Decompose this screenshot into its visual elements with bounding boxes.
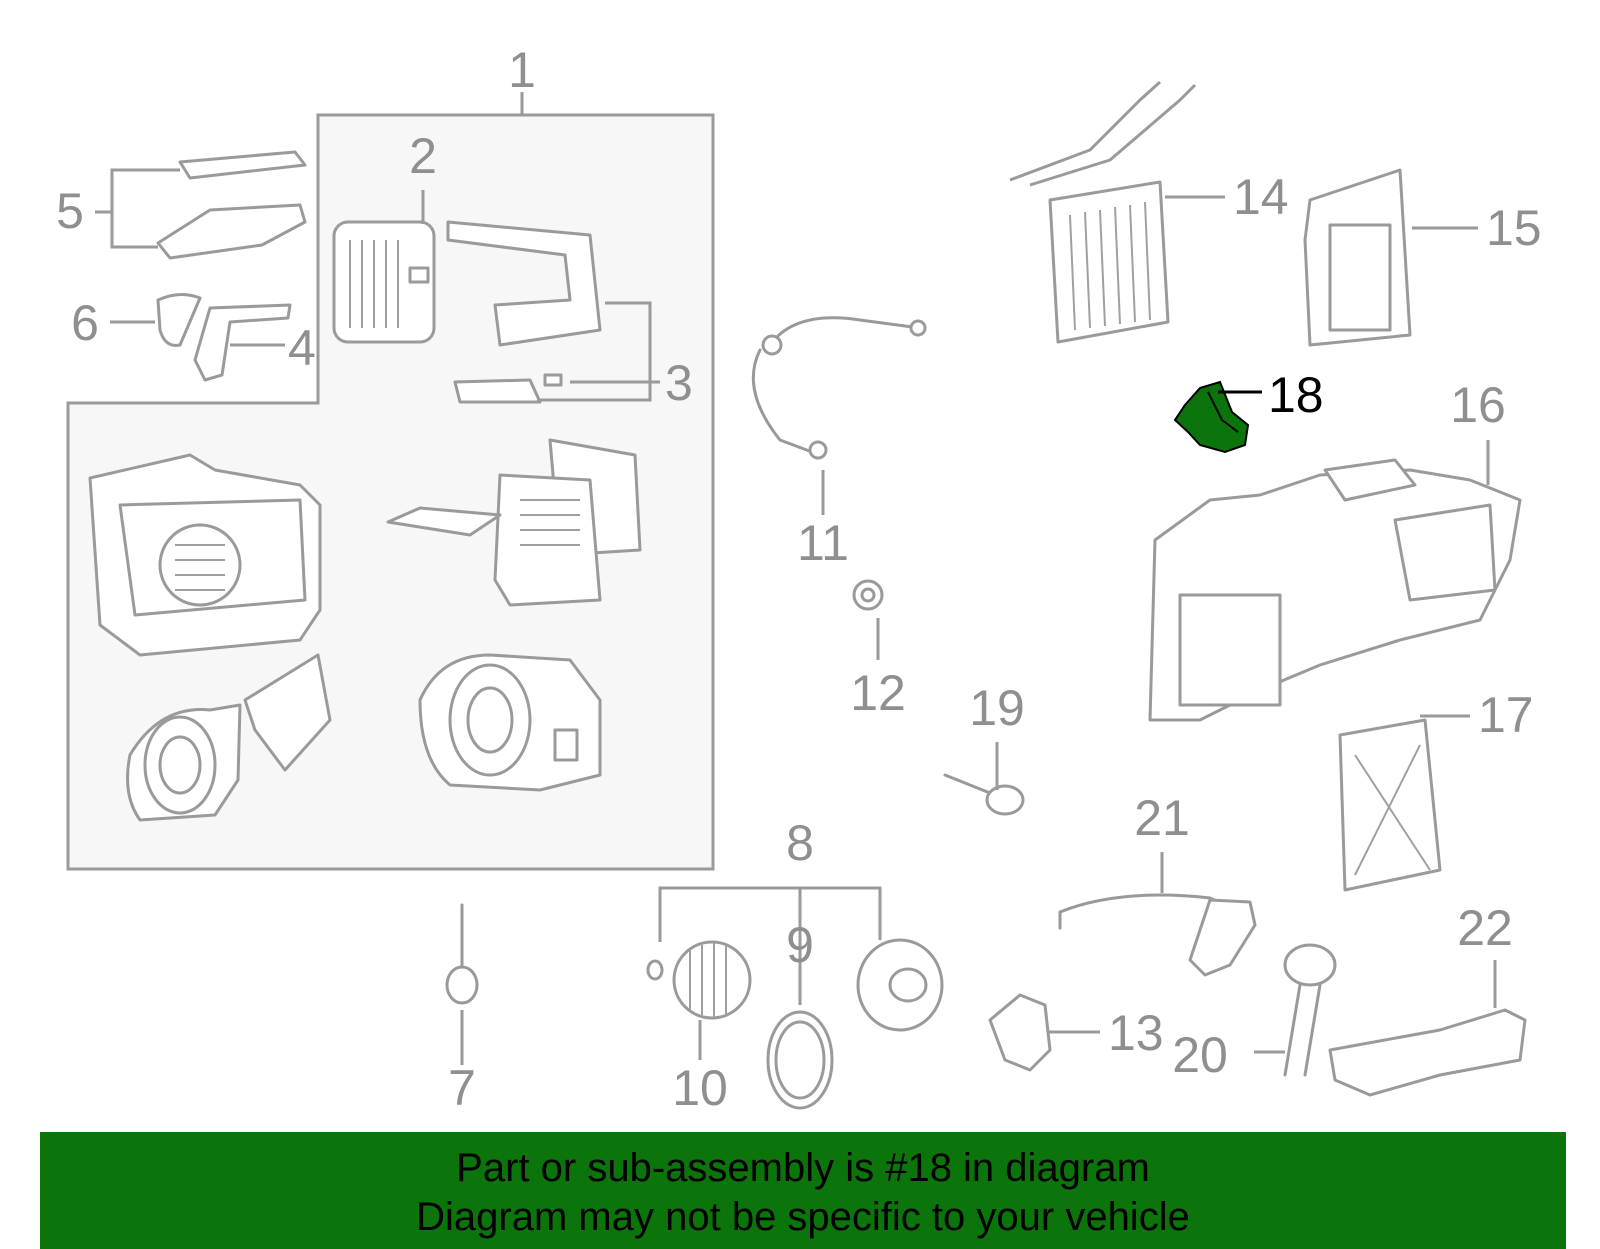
part-12-clip[interactable] [852,579,884,611]
leader-lines [95,92,1497,1065]
callout-10: 10 [672,1060,728,1116]
part-22-duct[interactable] [1328,1008,1527,1097]
callout-20: 20 [1172,1027,1228,1083]
callout-5: 5 [56,183,84,239]
callout-15: 15 [1486,200,1542,256]
callout-6: 6 [71,295,99,351]
blower-scroll[interactable] [126,653,332,822]
callout-2: 2 [409,128,437,184]
callout-9: 9 [786,917,814,973]
part-11-harness[interactable] [751,316,927,460]
part-17-frame[interactable] [1338,718,1442,892]
callout-21: 21 [1134,790,1190,846]
part-21-cable[interactable] [1058,893,1257,977]
callout-4: 4 [288,320,316,376]
heater-case-half[interactable] [88,453,322,657]
part-8-motor[interactable] [856,938,944,1032]
part-2-evaporator-core[interactable] [332,220,436,344]
part-9-gasket[interactable] [766,1010,834,1110]
callout-13: 13 [1108,1005,1164,1061]
part-13-connector[interactable] [988,993,1052,1072]
parts-diagram: 1 2 3 4 5 6 7 8 9 10 11 12 13 14 15 16 1… [56,42,1542,1116]
part-18-highlighted[interactable] [1173,380,1250,454]
part-16-main-case[interactable] [1148,458,1522,722]
part-20-vacuum-actuator[interactable] [1283,943,1337,1077]
callout-19: 19 [969,680,1025,736]
callout-18: 18 [1268,367,1324,423]
part-3-brackets[interactable] [446,220,602,404]
part-10-blower-wheel[interactable] [646,940,752,1020]
banner-line-1: Part or sub-assembly is #18 in diagram [456,1146,1150,1190]
callout-7: 7 [448,1060,476,1116]
door-assembly[interactable] [386,438,642,607]
part-6-clip[interactable] [156,293,202,347]
callout-1: 1 [508,42,536,98]
banner-line-2: Diagram may not be specific to your vehi… [416,1195,1190,1239]
part-14-heater-core[interactable] [1009,80,1197,344]
callout-14: 14 [1233,169,1289,225]
info-banner: Part or sub-assembly is #18 in diagram D… [40,1132,1566,1249]
callout-12: 12 [850,665,906,721]
part-15-seal[interactable] [1303,168,1412,347]
callout-17: 17 [1478,687,1534,743]
part-19-actuator[interactable] [943,773,1025,816]
part-5-bezels[interactable] [156,150,307,260]
callout-16: 16 [1450,377,1506,433]
callout-labels: 1 2 3 4 5 6 7 8 9 10 11 12 13 14 15 16 1… [56,42,1542,1116]
callout-8: 8 [786,815,814,871]
callout-3: 3 [665,355,693,411]
blower-housing[interactable] [418,653,602,792]
callout-22: 22 [1457,900,1513,956]
part-4-bracket[interactable] [193,303,292,382]
callout-11: 11 [797,515,849,571]
part-7-sensor[interactable] [445,903,479,1005]
